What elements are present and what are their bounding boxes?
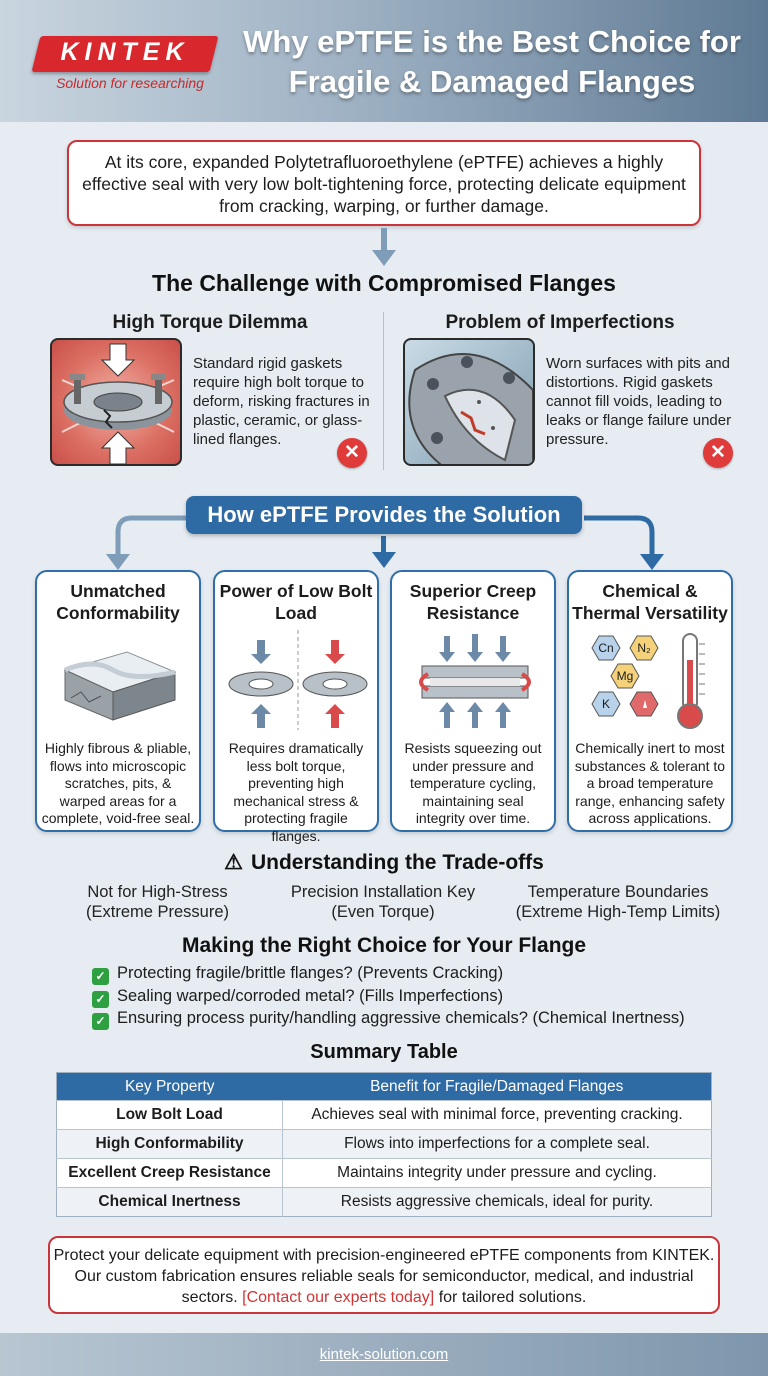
table-title: Summary Table (310, 1041, 458, 1063)
choice-text: Sealing warped/corroded metal? (Fills Im… (117, 987, 504, 1005)
challenge-right-text: Worn surfaces with pits and distortions.… (546, 355, 732, 448)
conformability-icon (63, 651, 177, 721)
card-conformability: Unmatched Conformability Highly fibrous … (35, 570, 201, 832)
tradeoff-item: Precision Installation Key (Even Torque) (278, 882, 488, 922)
footer-link[interactable]: kintek-solution.com (319, 1346, 449, 1363)
challenge-left-title: High Torque Dilemma (112, 312, 308, 333)
tradeoff-note: (Even Torque) (331, 903, 435, 921)
tradeoff-item: Temperature Boundaries (Extreme High-Temp… (498, 882, 738, 922)
choice-item: ✓ Protecting fragile/brittle flanges? (Pr… (92, 962, 732, 985)
table-header: Key Property (56, 1072, 283, 1101)
warning-icon: ⚠ (224, 851, 243, 874)
tradeoff-line: Not for High-Stress (87, 883, 228, 901)
challenge-title: The Challenge with Compromised Flanges (152, 270, 616, 296)
footer: kintek-solution.com (0, 1333, 768, 1376)
chem-label: Mg (617, 669, 634, 683)
high-torque-illustration (50, 338, 182, 466)
choice-title: Making the Right Choice for Your Flange (181, 934, 587, 957)
tradeoff-item: Not for High-Stress (Extreme Pressure) (50, 882, 265, 922)
tradeoff-note: (Extreme Pressure) (85, 903, 230, 921)
checkmark-icon: ✓ (92, 1013, 109, 1030)
tradeoffs-title-text: Understanding the Trade-offs (250, 851, 544, 874)
choice-text: Protecting fragile/brittle flanges? (Pre… (117, 964, 504, 982)
creep-resistance-icon (419, 634, 531, 728)
card-text: Chemically inert to most substances & to… (574, 740, 726, 826)
card-title: Superior Creep Resistance (409, 581, 537, 623)
tradeoffs-title: ⚠ Understanding the Trade-offs (0, 850, 768, 875)
tradeoff-note: (Extreme High-Temp Limits) (515, 903, 721, 921)
chemical-thermometer-icon: Cn N₂ Mg K (591, 633, 705, 729)
card-chemical-thermal: Chemical & Thermal Versatility Cn N₂ Mg … (567, 570, 733, 832)
page-title: Why ePTFE is the Best Choice for Fragile… (243, 24, 741, 99)
solution-banner: How ePTFE Provides the Solution (186, 496, 582, 534)
chem-label: Cn (598, 641, 613, 655)
chem-label: N₂ (637, 641, 651, 655)
card-creep-resistance: Superior Creep Resistance Resists squeez… (390, 570, 556, 832)
table-cell: Flows into imperfections for a complete … (282, 1129, 712, 1159)
table-cell: Excellent Creep Resistance (56, 1158, 283, 1188)
choice-text: Ensuring process purity/handling aggress… (117, 1009, 685, 1027)
table-cell: High Conformability (56, 1129, 283, 1159)
checkmark-icon: ✓ (92, 991, 109, 1008)
logo-tagline: Solution for researching (56, 75, 204, 91)
card-text: Highly fibrous & pliable, flows into mic… (41, 740, 195, 826)
card-low-bolt-load: Power of Low Bolt Load Requires dramatic… (213, 570, 379, 844)
bolt-load-icon (228, 630, 368, 730)
tradeoff-line: Precision Installation Key (290, 883, 476, 901)
intro-box: At its core, expanded Polytetrafluoroeth… (67, 140, 701, 226)
divider (383, 312, 384, 470)
cta-text: Protect your delicate equipment with pre… (53, 1247, 715, 1306)
card-text: Resists squeezing out under pressure and… (404, 740, 542, 826)
table-cell: Low Bolt Load (56, 1100, 283, 1130)
table-cell: Chemical Inertness (56, 1187, 283, 1217)
table-cell: Achieves seal with minimal force, preven… (282, 1100, 712, 1130)
table-cell: Resists aggressive chemicals, ideal for … (282, 1187, 712, 1217)
branch-arrows (106, 515, 664, 570)
card-text: Requires dramatically less bolt torque, … (228, 740, 364, 844)
card-title: Chemical & Thermal Versatility (572, 581, 728, 623)
choice-item: ✓ Sealing warped/corroded metal? (Fills I… (92, 985, 732, 1008)
tradeoff-line: Temperature Boundaries (527, 883, 709, 901)
close-icon: ✕ (337, 438, 367, 468)
logo-text: KINTEK (60, 38, 190, 66)
summary-table: Key Property Benefit for Fragile/Damaged… (56, 1072, 712, 1217)
cta-box: Protect your delicate equipment with pre… (48, 1236, 720, 1314)
checkmark-icon: ✓ (92, 968, 109, 985)
table-header-row: Key Property Benefit for Fragile/Damaged… (56, 1072, 712, 1101)
cta-text-end: for tailored solutions. (434, 1289, 587, 1306)
down-arrow-icon (372, 228, 396, 266)
card-title: Unmatched Conformability (56, 581, 180, 623)
choice-item: ✓ Ensuring process purity/handling aggres… (92, 1007, 732, 1030)
close-icon: ✕ (703, 438, 733, 468)
chem-label: K (602, 697, 610, 711)
imperfections-illustration (403, 338, 535, 466)
challenge-left-text: Standard rigid gaskets require high bolt… (193, 355, 370, 448)
table-header: Benefit for Fragile/Damaged Flanges (282, 1072, 712, 1101)
card-title: Power of Low Bolt Load (219, 581, 373, 623)
table-cell: Maintains integrity under pressure and c… (282, 1158, 712, 1188)
challenge-right-title: Problem of Imperfections (445, 312, 675, 333)
contact-link[interactable]: [Contact our experts today] (242, 1289, 435, 1306)
